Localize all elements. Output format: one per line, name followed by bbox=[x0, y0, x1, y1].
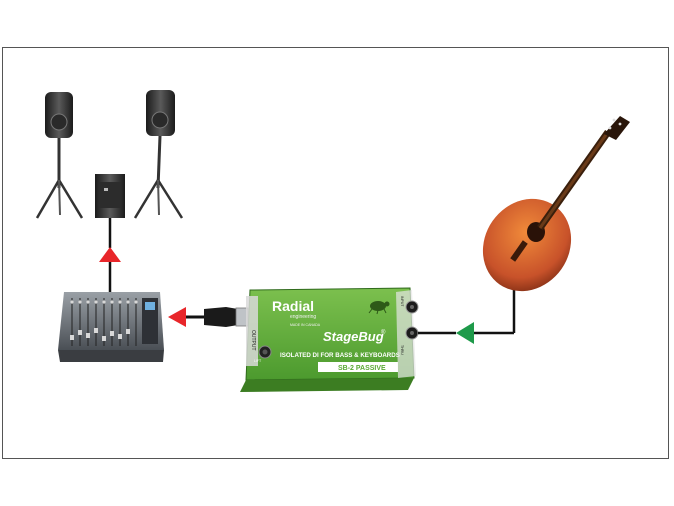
signal-line-mixer-to-sub bbox=[99, 218, 121, 292]
brand-sub: engineering bbox=[290, 314, 316, 320]
port-in-label: INPUT bbox=[400, 296, 404, 307]
speaker-icon bbox=[133, 90, 184, 219]
input-jack bbox=[405, 300, 419, 314]
product-name: StageBug bbox=[323, 329, 384, 344]
arrow-left-icon bbox=[168, 307, 186, 327]
subwoofer-icon bbox=[95, 174, 125, 218]
mixer-icon bbox=[58, 292, 164, 362]
di-box: OUTPUT Radial engineering MADE IN CANADA… bbox=[240, 287, 419, 392]
signal-line-guitar-to-di bbox=[418, 288, 516, 344]
arrow-left-icon bbox=[456, 322, 474, 344]
acoustic-guitar-icon bbox=[482, 116, 630, 292]
description: ISOLATED DI FOR BASS & KEYBOARDS bbox=[280, 352, 400, 359]
thru-jack bbox=[405, 326, 419, 340]
arrow-up-icon bbox=[99, 247, 121, 262]
xlr-cable-icon bbox=[186, 307, 249, 327]
lift-label: LIFT bbox=[254, 359, 262, 363]
tagline: MADE IN CANADA bbox=[290, 323, 321, 327]
port-left-label: OUTPUT bbox=[250, 330, 256, 351]
brand-logo: Radial bbox=[272, 298, 314, 314]
model-label: SB-2 PASSIVE bbox=[338, 365, 386, 372]
product-mark: ® bbox=[381, 329, 386, 336]
lift-switch: LIFT bbox=[254, 345, 272, 363]
port-thru-label: THRU bbox=[400, 345, 404, 355]
speaker-icon bbox=[35, 92, 84, 219]
bug-icon bbox=[368, 301, 390, 315]
